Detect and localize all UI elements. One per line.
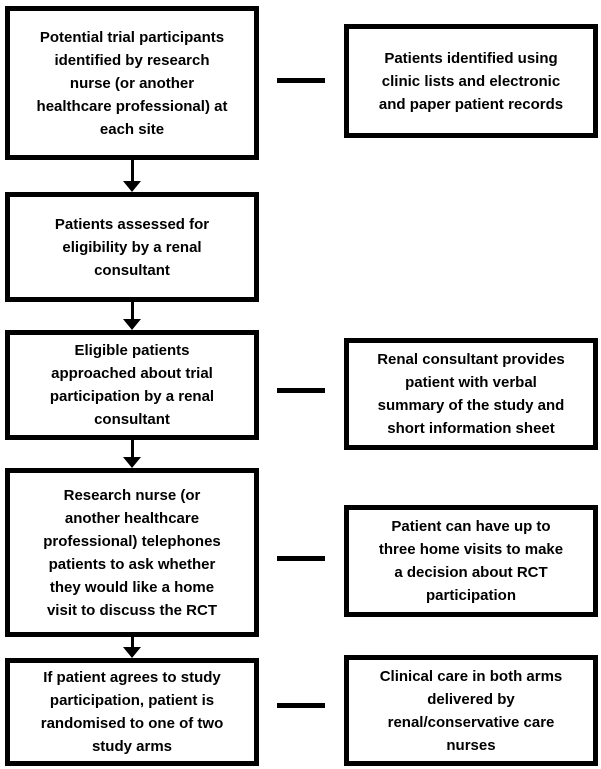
note-clinic-lists-text: Patients identified using clinic lists a… bbox=[378, 49, 564, 113]
connector-dash bbox=[277, 703, 325, 708]
connector-dash bbox=[277, 388, 325, 393]
note-verbal-summary: Renal consultant provides patient with v… bbox=[344, 338, 598, 450]
flow-step-assess-eligibility-text: Patients assessed for eligibility by a r… bbox=[54, 215, 210, 279]
flow-step-approach-patients-text: Eligible patients approached about trial… bbox=[49, 342, 215, 428]
arrow-head bbox=[123, 647, 141, 658]
down-arrow-icon bbox=[123, 302, 141, 330]
note-home-visits: Patient can have up to three home visits… bbox=[344, 505, 598, 617]
connector-dash bbox=[277, 78, 325, 83]
flow-step-identify-participants-text: Potential trial participants identified … bbox=[36, 28, 228, 138]
flow-step-approach-patients: Eligible patients approached about trial… bbox=[5, 330, 259, 440]
flow-step-assess-eligibility: Patients assessed for eligibility by a r… bbox=[5, 192, 259, 302]
flow-step-randomise-text: If patient agrees to study participation… bbox=[40, 669, 224, 755]
down-arrow-icon bbox=[123, 160, 141, 192]
note-clinical-care: Clinical care in both arms delivered by … bbox=[344, 655, 598, 766]
arrow-stem bbox=[130, 160, 134, 181]
flow-step-randomise: If patient agrees to study participation… bbox=[5, 658, 259, 766]
flow-step-telephone-patients-text: Research nurse (or another healthcare pr… bbox=[43, 486, 221, 619]
flow-step-telephone-patients: Research nurse (or another healthcare pr… bbox=[5, 468, 259, 637]
arrow-head bbox=[123, 181, 141, 192]
arrow-head bbox=[123, 457, 141, 468]
arrow-stem bbox=[130, 637, 134, 647]
down-arrow-icon bbox=[123, 440, 141, 468]
connector-dash bbox=[277, 556, 325, 561]
arrow-head bbox=[123, 319, 141, 330]
flow-step-identify-participants: Potential trial participants identified … bbox=[5, 6, 259, 160]
arrow-stem bbox=[130, 302, 134, 319]
down-arrow-icon bbox=[123, 637, 141, 658]
note-clinical-care-text: Clinical care in both arms delivered by … bbox=[379, 667, 563, 754]
note-clinic-lists: Patients identified using clinic lists a… bbox=[344, 24, 598, 138]
note-verbal-summary-text: Renal consultant provides patient with v… bbox=[377, 351, 565, 437]
arrow-stem bbox=[130, 440, 134, 457]
note-home-visits-text: Patient can have up to three home visits… bbox=[378, 518, 564, 604]
